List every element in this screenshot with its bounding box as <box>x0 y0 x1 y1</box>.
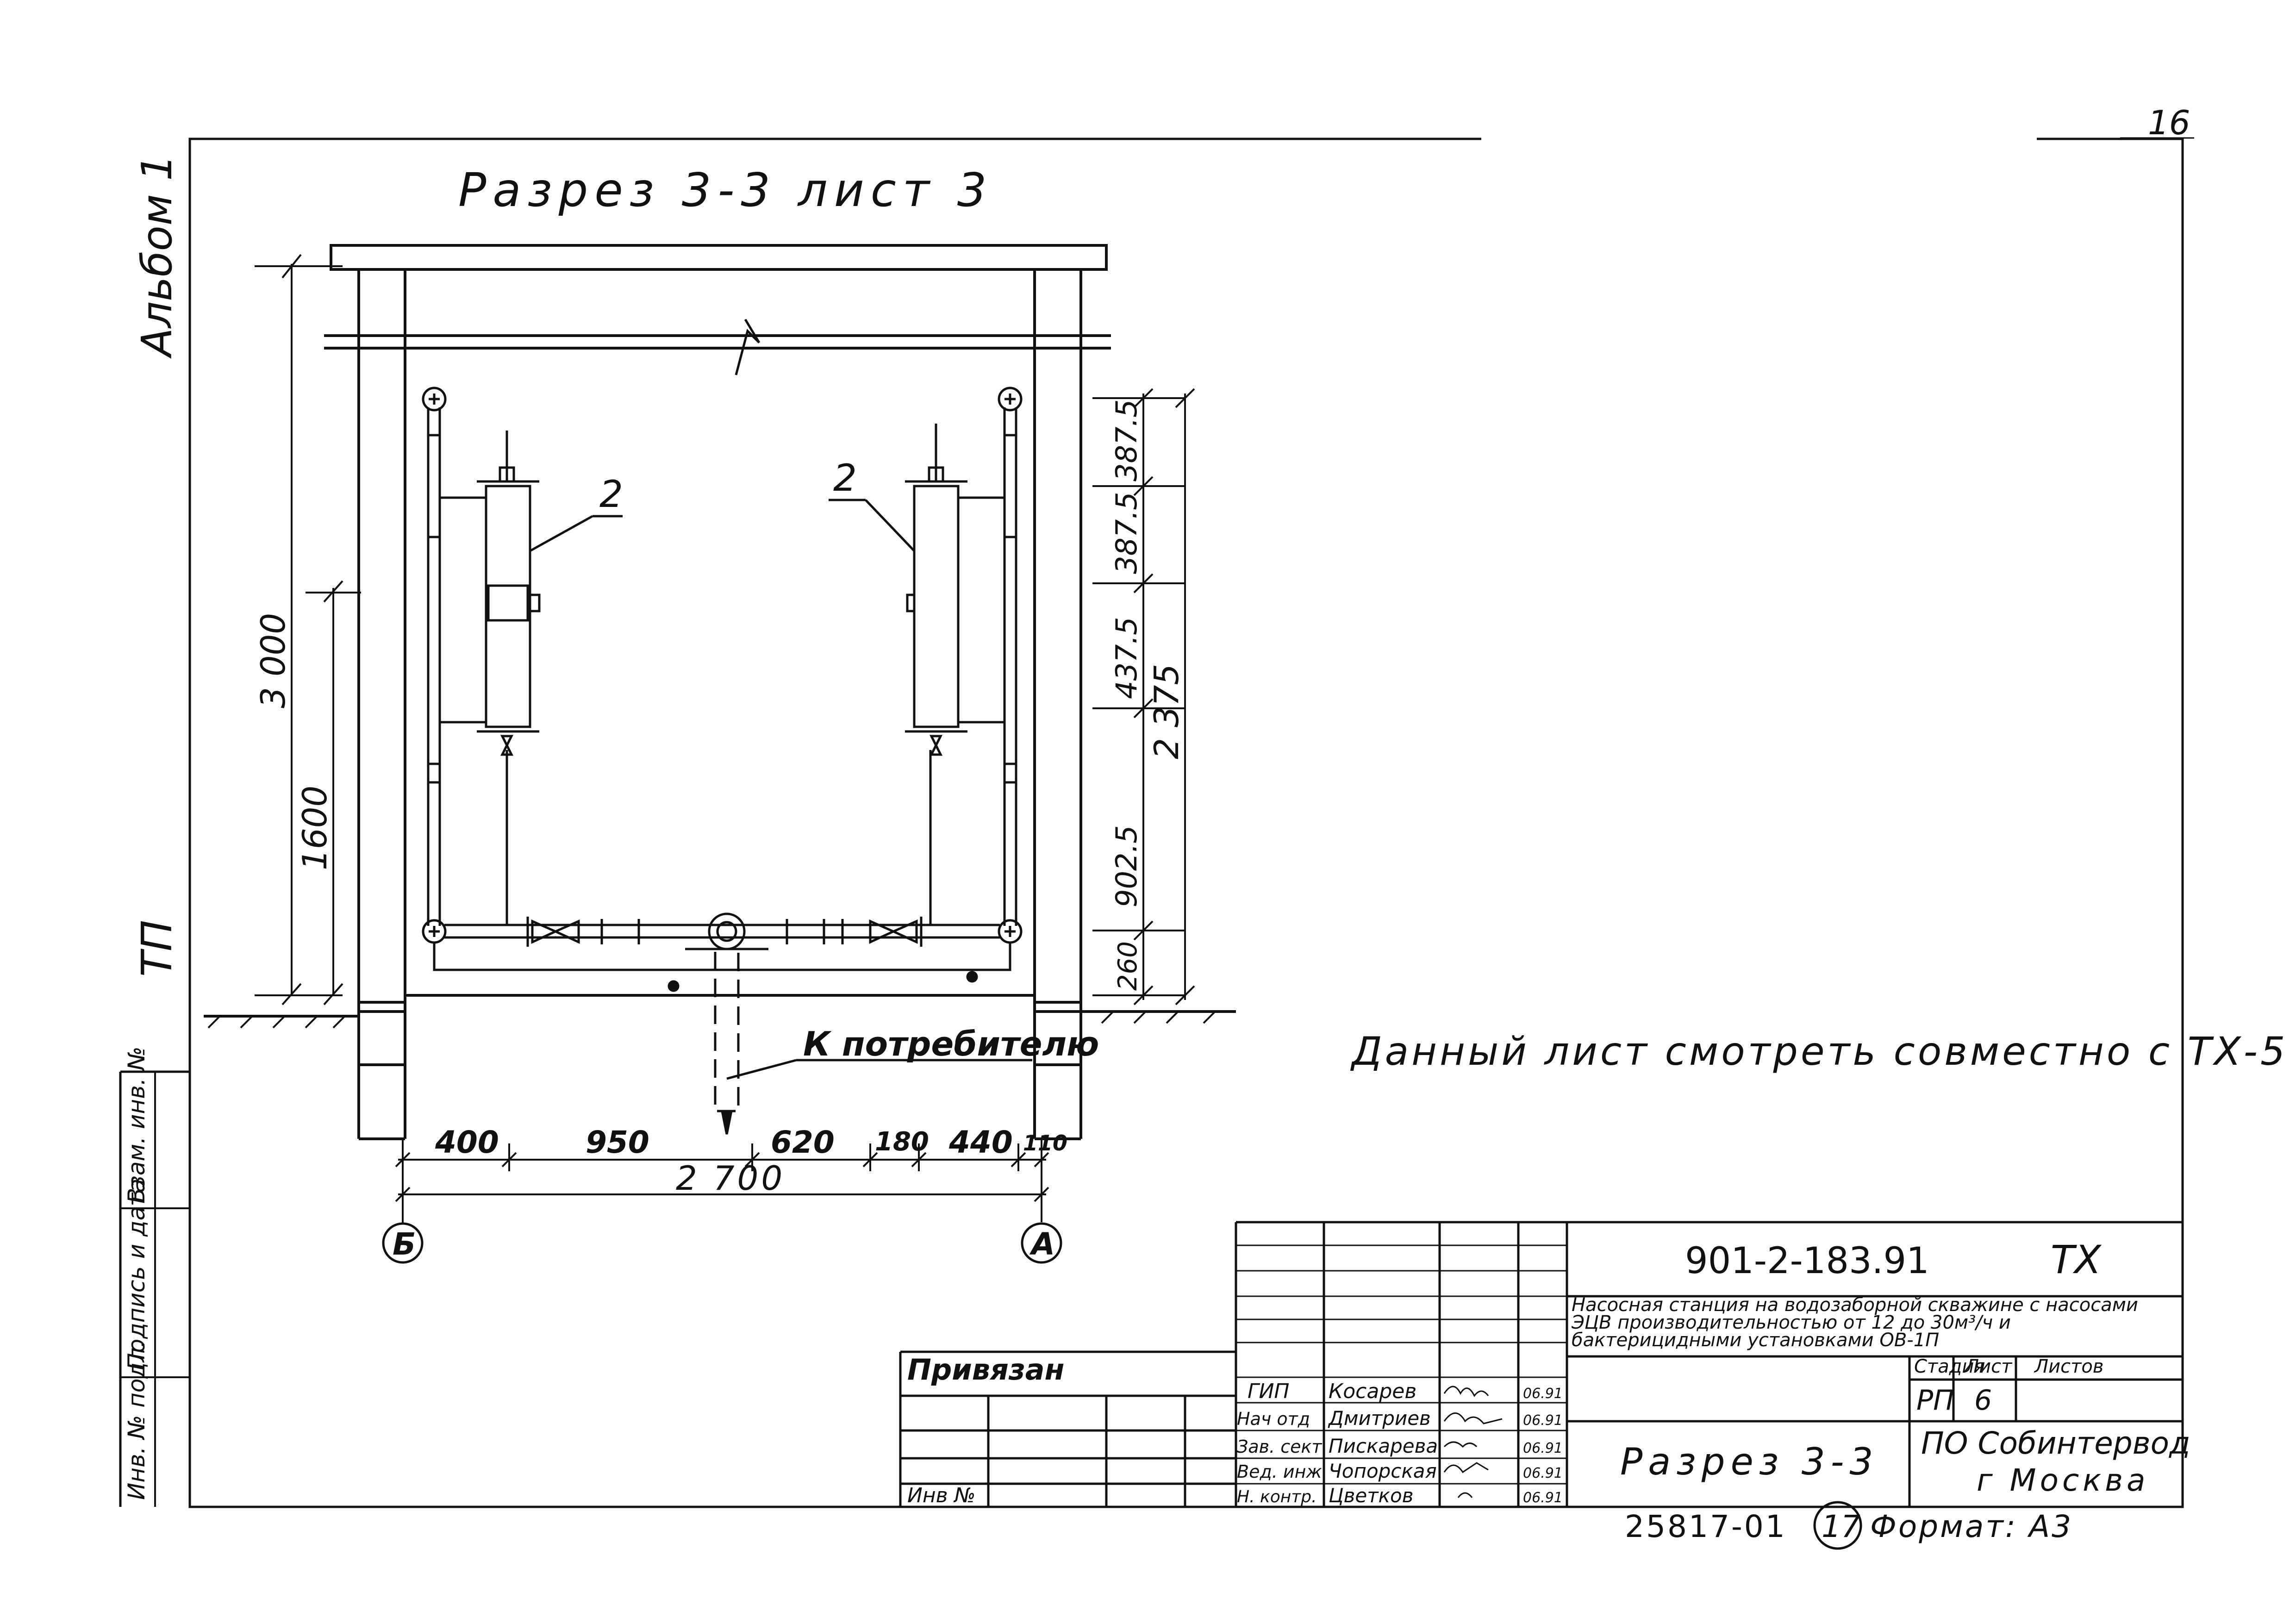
org-line2: г Москва <box>1977 1462 2149 1498</box>
date-1: 06.91 <box>1523 1412 1563 1429</box>
stage-value: РП <box>1916 1384 1954 1417</box>
doc-description: Насосная станция на водозаборной скважин… <box>1572 1296 2138 1351</box>
title-block <box>899 1221 2183 1507</box>
axis-left-label: Б <box>393 1226 416 1262</box>
dim-bottom-1: 400 <box>435 1124 499 1160</box>
sign-date-label: Подпись и дата <box>123 1179 150 1370</box>
role-1: Нач отд <box>1237 1409 1310 1429</box>
date-0: 06.91 <box>1523 1386 1563 1402</box>
signatures <box>1443 1386 1503 1498</box>
dim-height-lower: 1600 <box>295 786 334 870</box>
unit-label-left: 2 <box>599 473 623 516</box>
copy-number: 25817-01 <box>1625 1509 1787 1544</box>
tp-label: ТП <box>133 920 181 977</box>
dim-right-4: 902.5 <box>1110 825 1143 908</box>
date-4: 06.91 <box>1523 1490 1563 1506</box>
dim-right-5: 260 <box>1113 941 1143 991</box>
role-0: ГИП <box>1248 1380 1290 1403</box>
sheet-value: 6 <box>1974 1384 1992 1417</box>
dim-bottom-3: 620 <box>771 1124 835 1160</box>
uv-unit-left <box>440 431 623 756</box>
dim-bottom-5: 440 <box>948 1124 1013 1160</box>
sheets-header: Листов <box>2034 1356 2103 1377</box>
stage-header: Стадия <box>1914 1356 1985 1377</box>
dim-height-total: 3 000 <box>254 613 293 708</box>
sheet-name: Разрез 3-3 <box>1620 1440 1878 1483</box>
section-title: Разрез 3-3 лист 3 <box>458 163 993 217</box>
consumer-label: К потребителю <box>803 1024 1099 1063</box>
axis-right-label: А <box>1029 1226 1055 1262</box>
dim-bottom-total: 2 700 <box>676 1159 785 1198</box>
dim-right-3: 437.5 <box>1110 617 1143 700</box>
date-2: 06.91 <box>1523 1440 1563 1456</box>
inv-no-label: Инв № <box>907 1484 975 1507</box>
format-label: Формат: А3 <box>1870 1509 2073 1544</box>
page-number: 17 <box>1822 1509 1860 1544</box>
bottom-dimensions <box>395 1139 1049 1224</box>
sheet-header: Лист <box>1964 1356 2013 1377</box>
building-section <box>204 244 1236 1140</box>
doc-mark: ТХ <box>2051 1237 2102 1282</box>
privyazan-label: Привязан <box>907 1353 1064 1387</box>
dim-bottom-6: 110 <box>1023 1131 1067 1156</box>
page-number-circle <box>1813 1501 1862 1550</box>
dim-right-total: 2 375 <box>1147 664 1186 759</box>
dim-bottom-2: 950 <box>586 1124 649 1160</box>
right-dimensions <box>1092 388 1195 1006</box>
left-dimensions <box>255 254 361 1006</box>
name-1: Дмитриев <box>1328 1407 1431 1430</box>
unit-label-right: 2 <box>833 456 857 500</box>
dim-right-1: 387.5 <box>1110 400 1143 482</box>
note-text: Данный лист смотреть совместно с ТХ-5 <box>1350 1029 2288 1074</box>
name-4: Цветков <box>1329 1484 1413 1507</box>
name-2: Пискарева <box>1329 1435 1438 1457</box>
doc-code: 901-2-183.91 <box>1685 1240 1929 1282</box>
name-3: Чопорская <box>1329 1460 1437 1482</box>
name-0: Косарев <box>1329 1380 1416 1403</box>
sheet-corner-number: 16 <box>2148 103 2190 142</box>
role-3: Вед. инж <box>1237 1462 1322 1482</box>
axis-markers <box>382 1222 1062 1264</box>
inv-orig-label: Инв. № подл. <box>123 1340 150 1500</box>
role-2: Зав. сект <box>1237 1437 1323 1457</box>
date-3: 06.91 <box>1523 1465 1563 1481</box>
piping <box>422 387 1023 1135</box>
side-labels: Альбом 1 ТП Взам. инв. № Подпись и дата … <box>123 155 181 1500</box>
uv-unit-right <box>829 424 1004 756</box>
album-label: Альбом 1 <box>133 155 181 359</box>
dim-right-2: 387.5 <box>1110 492 1143 575</box>
inv-replace-label: Взам. инв. № <box>123 1047 150 1204</box>
dim-bottom-4: 180 <box>875 1127 929 1157</box>
role-4: Н. контр. <box>1237 1487 1317 1506</box>
roles-table: ГИП Косарев 06.91 Нач отд Дмитриев 06.91… <box>1237 1380 1563 1507</box>
org-line1: ПО Собинтервод <box>1921 1425 2190 1461</box>
